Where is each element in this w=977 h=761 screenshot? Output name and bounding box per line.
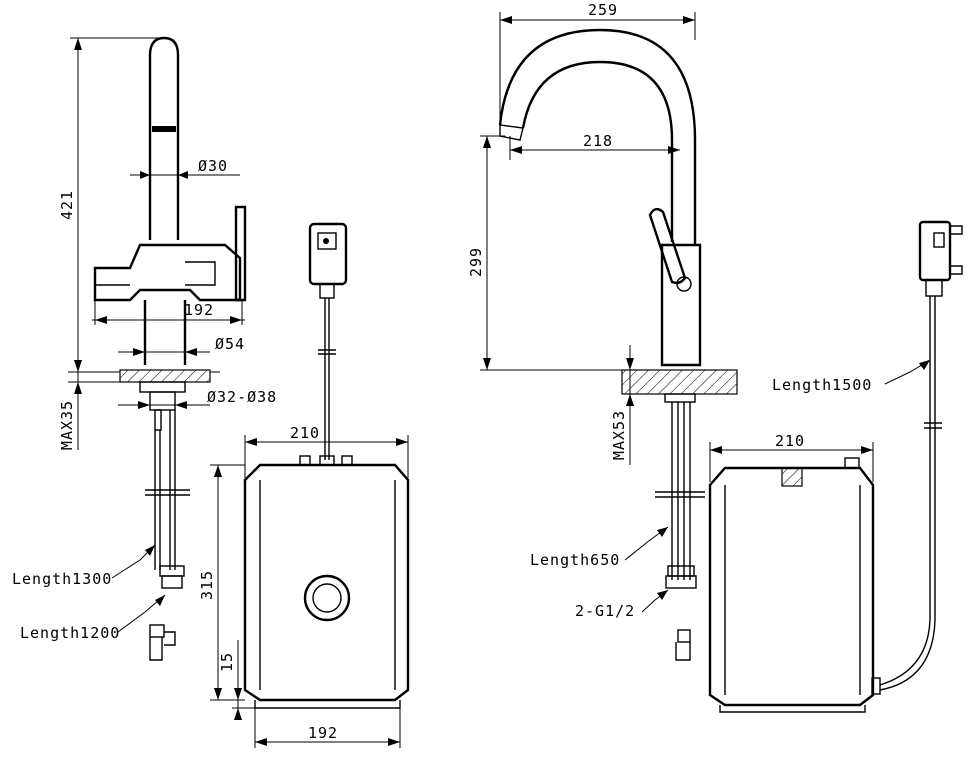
- dim-right-max53: MAX53: [610, 410, 628, 460]
- left-tap-body: [93, 243, 242, 302]
- right-countertop: [621, 369, 738, 395]
- left-tap-dimensions: 421 Ø30 192 Ø54 Ø32-Ø38 MAX35 Length1300: [12, 37, 277, 642]
- dim-left-max35: MAX35: [58, 400, 76, 450]
- right-tap-spout: [498, 28, 697, 245]
- right-power-plug: [871, 220, 963, 695]
- dim-left-tank-315: 315: [198, 570, 216, 600]
- right-tap-lever: [648, 207, 687, 285]
- dim-left-tank-192: 192: [308, 724, 338, 742]
- dim-left-dia32-38: Ø32-Ø38: [207, 388, 277, 406]
- dim-left-dia54: Ø54: [215, 335, 245, 353]
- left-countertop: [119, 369, 211, 383]
- dim-left-length1300: Length1300: [12, 570, 112, 588]
- dim-left-192-tap: 192: [184, 301, 214, 319]
- dim-right-299: 299: [467, 247, 485, 277]
- dim-right-2g12: 2-G1/2: [575, 602, 635, 620]
- dim-left-tank-210: 210: [290, 424, 320, 442]
- right-tap-front-view: [480, 28, 738, 661]
- right-boiler-tank: [708, 457, 875, 713]
- dim-left-421: 421: [58, 190, 76, 220]
- dim-right-218: 218: [583, 132, 613, 150]
- left-tap-side-view: [68, 36, 247, 661]
- dim-left-tank-15: 15: [218, 652, 236, 672]
- left-boiler-tank: [243, 455, 410, 709]
- dim-left-length1200: Length1200: [20, 624, 120, 642]
- dim-right-length1500: Length1500: [772, 376, 872, 394]
- right-length1500-annotation: Length1500: [772, 359, 931, 394]
- dim-right-length650: Length650: [530, 551, 620, 569]
- left-tap-spout: [148, 36, 180, 240]
- left-tap-aerator-mark: [152, 126, 176, 132]
- right-tank-dimensions: 210: [709, 432, 874, 482]
- right-tap-dimensions: 259 218 299 MAX53 Length650 2-G1/2: [467, 1, 696, 620]
- left-tap-lever: [234, 205, 247, 302]
- dim-left-dia30: Ø30: [198, 157, 228, 175]
- dim-right-259: 259: [588, 1, 618, 19]
- left-control-box: [308, 222, 348, 460]
- left-tank-dimensions: 210 315 15 192: [198, 424, 409, 748]
- dim-right-tank-210: 210: [775, 432, 805, 450]
